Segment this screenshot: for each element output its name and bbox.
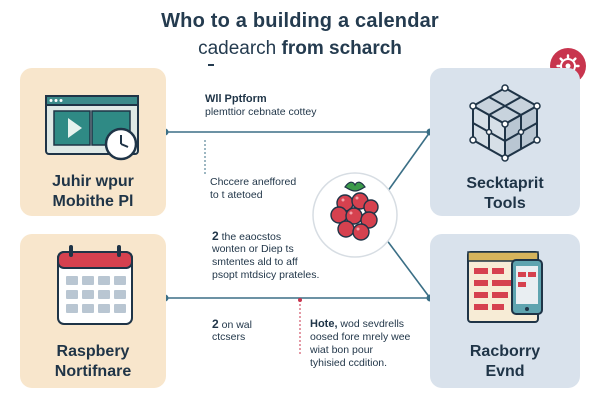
mid-upper-label: Chccere aneffored [210,176,297,188]
note-line: oosed fore mrely wee [310,331,411,343]
top-label-text: plemttior cebnate cottey [205,106,317,118]
calendar-phone-icon [467,251,543,323]
card-top-right-label: Secktaprit Tools [430,174,580,214]
card-bottom-right[interactable]: Racborry Evnd [430,234,580,388]
mid-upper-label: to t atetoed [210,189,263,201]
connector-dot [298,298,302,302]
raspberry-icon [312,172,398,258]
card-bottom-left[interactable]: Raspbery Nortifnare [20,234,166,388]
bottom-number: 2 [212,317,219,331]
card-label-line: Secktaprit [466,175,544,192]
card-label-line: Tools [484,195,526,212]
card-label-line: Raspbery [56,343,130,360]
note-line: wiat bon pour [310,344,374,356]
decorative-tick [208,64,214,66]
card-top-left[interactable]: Juhir wpur Mobithe Pl [20,68,166,216]
note-line: tyhisied ccdition. [310,357,388,369]
calendar-icon [57,245,133,325]
note-label: Hote, wod sevdrells [310,318,404,331]
mid-label-line: the eaocstos [221,231,282,243]
note-bold: Hote, [310,318,338,330]
note-line: wod sevdrells [340,318,405,330]
bottom-label: 2 on wal [212,318,252,332]
mid-number: 2 [212,229,219,243]
connector-diag-top [384,131,431,196]
connector-diag-bottom [382,234,431,299]
subtitle-prefix: cadearch [198,38,277,59]
mid-label-line: smtentes ald to aff [212,256,298,268]
page-title: Who to a building a calendar [161,10,439,32]
card-label-line: Evnd [485,363,525,380]
subtitle-bold: from scharch [281,38,402,59]
bottom-label-line: on wal [221,319,252,331]
card-label-line: Racborry [469,343,541,360]
mid-label-line: psopt mtdsicy prateles. [212,269,320,281]
mid-label-line: wonten or Diep ts [212,243,294,255]
card-top-right[interactable]: Secktaprit Tools [430,68,580,216]
card-bottom-left-label: Raspbery Nortifnare [20,342,166,382]
page-subtitle: cadearch from scharch [0,38,600,60]
card-bottom-right-label: Racborry Evnd [430,342,580,382]
card-label-line: Mobithe Pl [52,193,134,210]
video-player-clock-icon [45,95,139,161]
cube-network-icon [469,84,541,162]
card-top-left-label: Juhir wpur Mobithe Pl [20,172,166,212]
bottom-label-line: ctcsers [212,331,246,343]
top-label-title: Wll Pptform [205,93,267,105]
card-label-line: Juhir wpur [52,173,134,190]
mid-label: 2 the eaocstos [212,230,281,244]
card-label-line: Nortifnare [54,363,132,380]
